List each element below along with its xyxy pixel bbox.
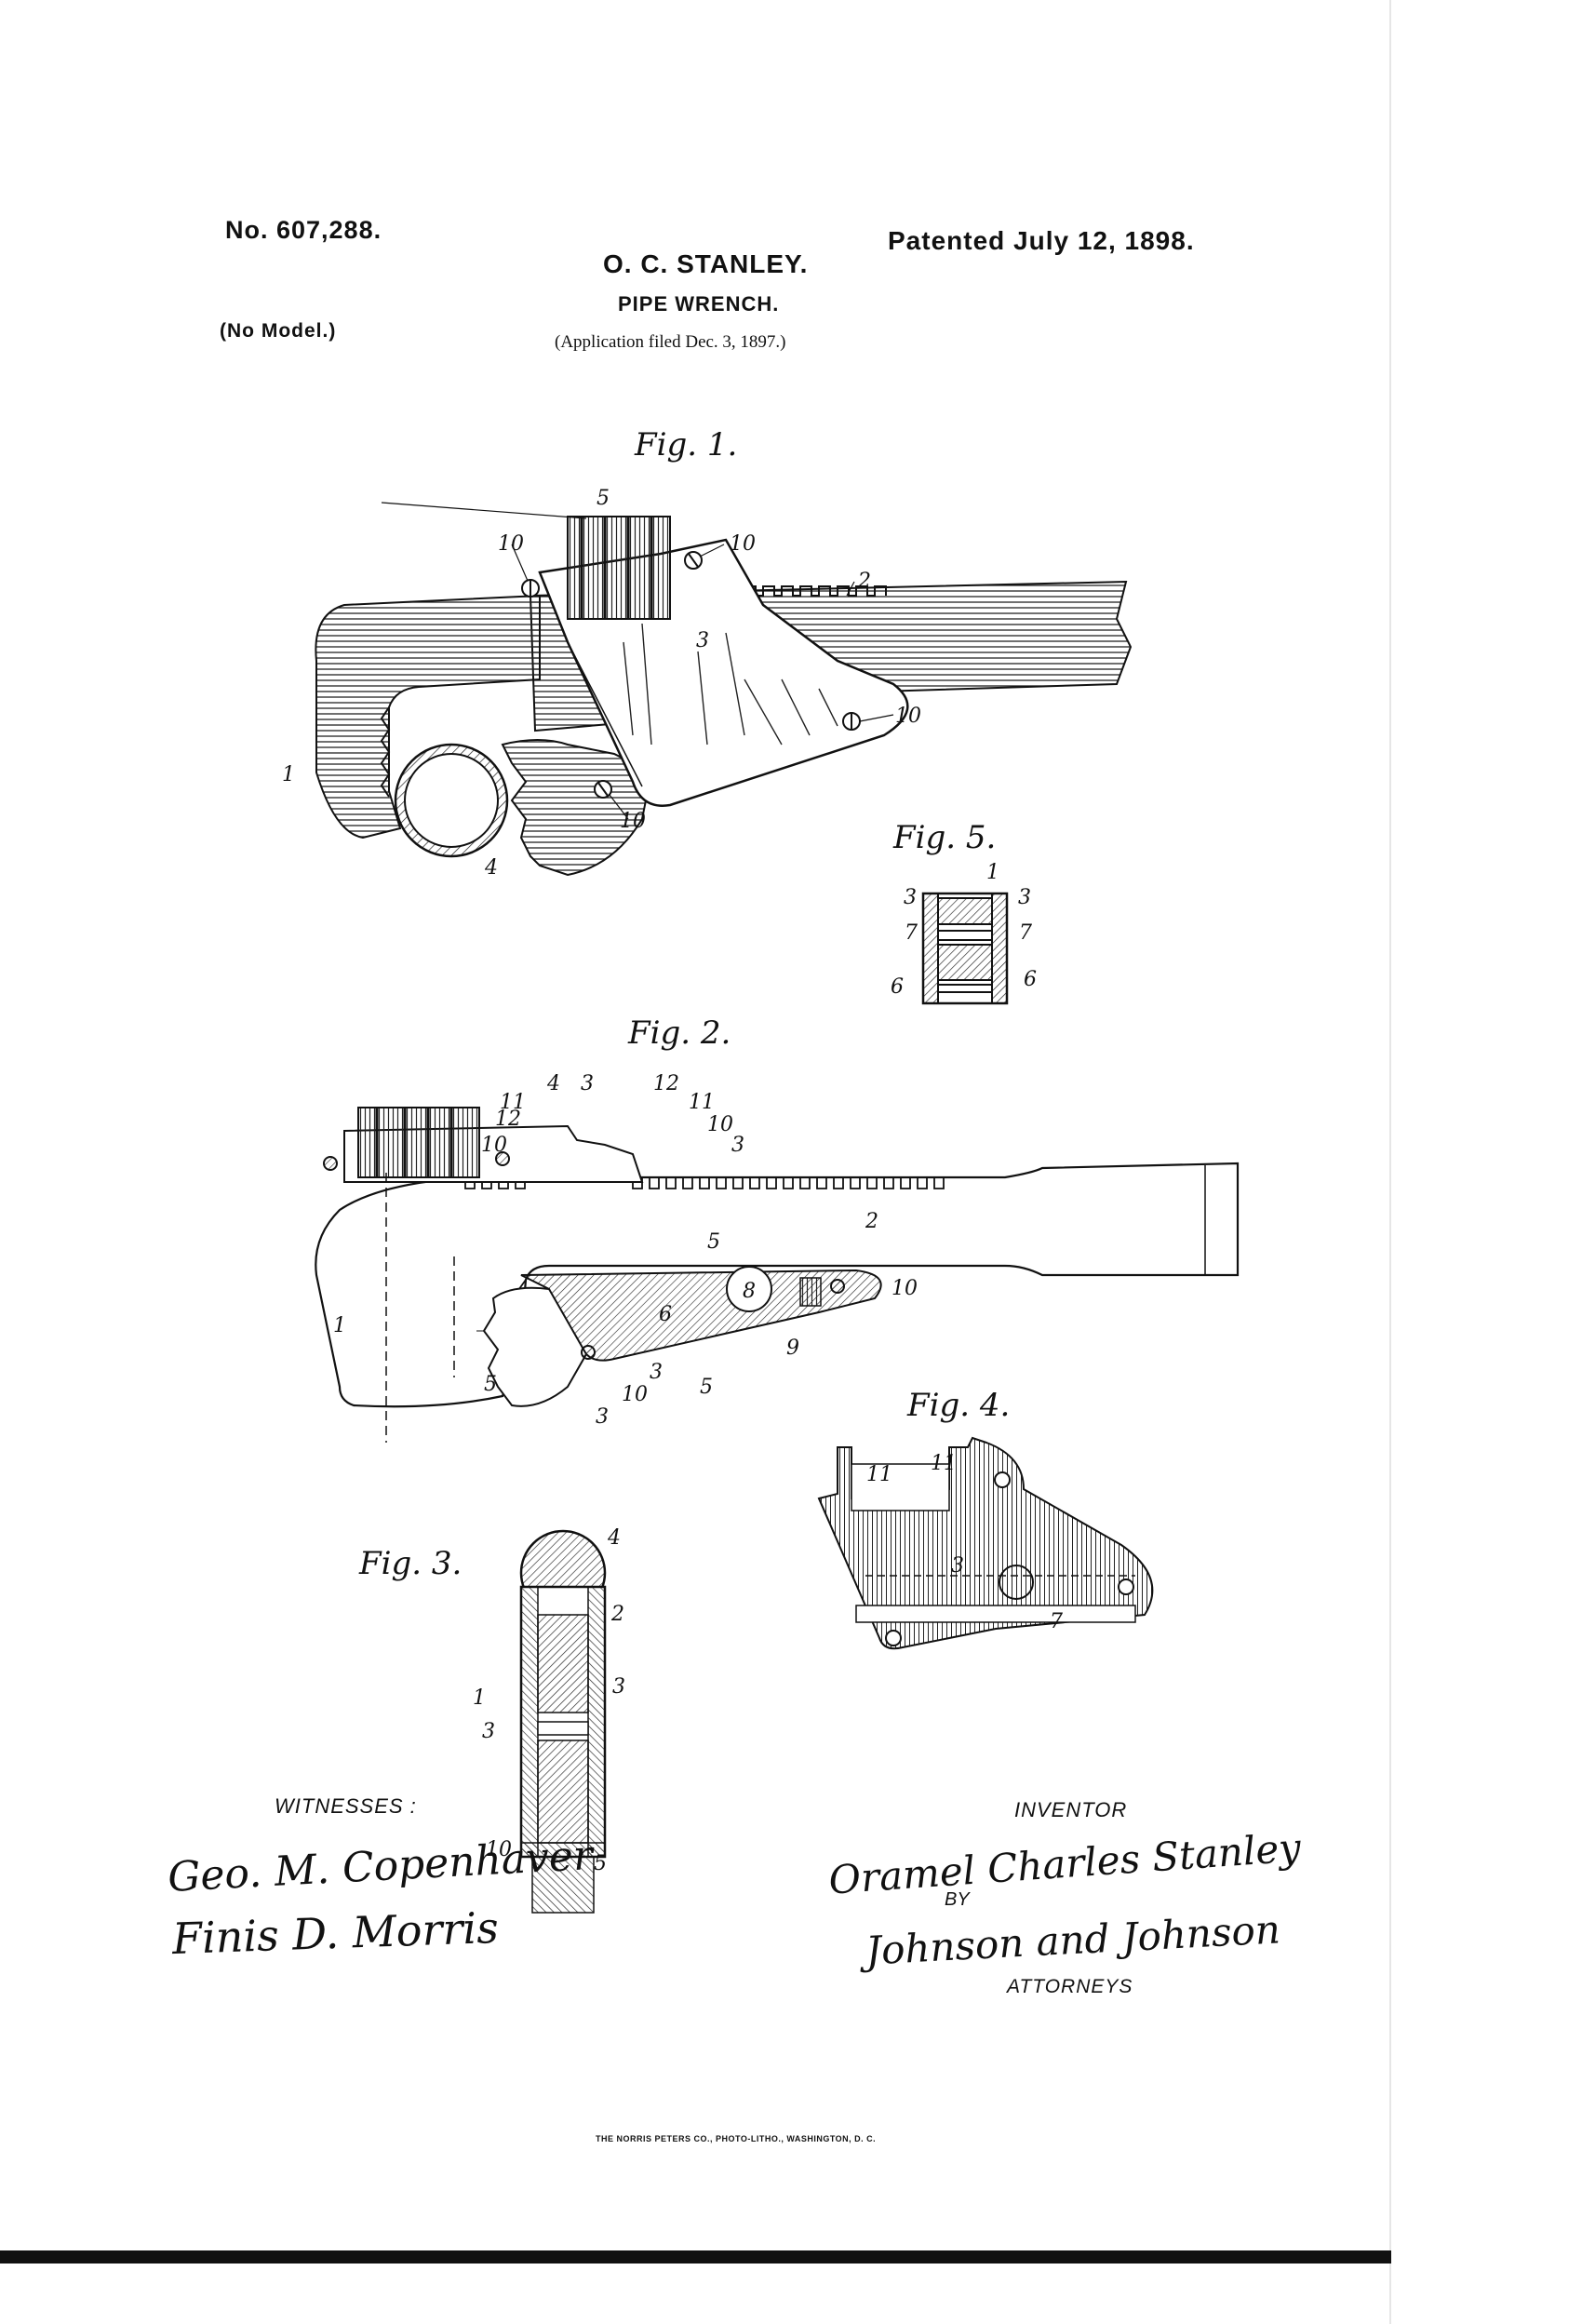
fig3-label-10: 10 bbox=[486, 1838, 512, 1861]
fig3-label-5: 5 bbox=[594, 1852, 607, 1875]
fig2-label-3c: 3 bbox=[650, 1361, 663, 1384]
application-filed-note: (Application filed Dec. 3, 1897.) bbox=[555, 332, 786, 352]
fig1-label-10a: 10 bbox=[498, 532, 524, 556]
fig1-label: Fig. 1. bbox=[635, 426, 738, 463]
fig1-label-10b: 10 bbox=[730, 532, 756, 556]
fig3-label: Fig. 3. bbox=[359, 1545, 463, 1582]
witness-signature-2: Finis D. Morris bbox=[171, 1901, 500, 1965]
fig2-label-5c: 5 bbox=[484, 1373, 497, 1396]
fig1-drawing bbox=[315, 502, 1133, 877]
fig1-label-4: 5 bbox=[597, 487, 610, 510]
fig5-label-3b: 3 bbox=[1018, 886, 1031, 909]
patented-date: Patented July 12, 1898. bbox=[888, 226, 1195, 255]
fig2-label-10d: 10 bbox=[622, 1383, 648, 1406]
fig5-label-7b: 7 bbox=[1019, 921, 1032, 945]
scan-bottom-border bbox=[0, 2250, 1391, 2264]
fig4-label-11b: 11 bbox=[931, 1452, 957, 1475]
inventor-signature: Oramel Charles Stanley bbox=[826, 1824, 1303, 1903]
fig2-label-11a: 11 bbox=[500, 1091, 526, 1114]
fig2-label-8: 8 bbox=[743, 1280, 756, 1303]
fig2-label-12a: 12 bbox=[653, 1072, 679, 1095]
fig1-label-1: 1 bbox=[282, 763, 295, 786]
attorneys-signature: Johnson and Johnson bbox=[865, 1906, 1281, 1974]
no-model-note: (No Model.) bbox=[220, 320, 337, 342]
fig5-label-7a: 7 bbox=[905, 921, 918, 945]
fig3-label-2: 2 bbox=[611, 1603, 624, 1626]
fig2-label-10a: 10 bbox=[707, 1113, 733, 1136]
fig3-label-3a: 3 bbox=[612, 1675, 625, 1699]
fig1-label-3: 3 bbox=[696, 629, 709, 652]
fig2-label-3d: 3 bbox=[596, 1405, 609, 1429]
fig5-label-1: 1 bbox=[986, 861, 999, 884]
fig4-drawing bbox=[817, 1436, 1154, 1650]
fig3-label-4: 4 bbox=[608, 1526, 621, 1550]
fig1-label-5: 4 bbox=[485, 856, 498, 880]
fig1-label-10d: 10 bbox=[620, 810, 646, 833]
fig4-label-11a: 11 bbox=[866, 1463, 892, 1486]
fig1-label-2: 2 bbox=[858, 570, 871, 593]
fig2-label-10b: 10 bbox=[481, 1134, 507, 1157]
scan-edge bbox=[1389, 0, 1391, 2324]
fig4-label: Fig. 4. bbox=[907, 1387, 1011, 1424]
fig3-drawing bbox=[519, 1529, 607, 1914]
fig5-label-3a: 3 bbox=[904, 886, 917, 909]
attorneys-heading: ATTORNEYS bbox=[1007, 1976, 1133, 1997]
inventor-name: O. C. STANLEY. bbox=[603, 249, 809, 278]
fig2-label-10c: 10 bbox=[892, 1277, 918, 1300]
fig2-label-3a: 3 bbox=[581, 1072, 594, 1095]
fig5-drawing bbox=[921, 892, 1009, 1005]
fig4-label-7: 7 bbox=[1050, 1610, 1063, 1633]
inventor-heading: INVENTOR bbox=[1014, 1798, 1128, 1821]
fig2-label-4: 4 bbox=[547, 1072, 560, 1095]
patent-title: PIPE WRENCH. bbox=[618, 292, 780, 316]
fig5-label-6b: 6 bbox=[1024, 968, 1037, 991]
witnesses-heading: WITNESSES : bbox=[275, 1794, 417, 1818]
fig2-label-5a: 5 bbox=[707, 1230, 720, 1254]
fig4-label-3: 3 bbox=[951, 1554, 964, 1578]
fig1-label-10c: 10 bbox=[895, 705, 921, 728]
fig5-label: Fig. 5. bbox=[893, 819, 997, 856]
fig2-label: Fig. 2. bbox=[628, 1014, 731, 1052]
fig2-label-5b: 5 bbox=[700, 1376, 713, 1399]
fig3-label-1: 1 bbox=[473, 1686, 486, 1710]
patent-number: No. 607,288. bbox=[225, 216, 382, 244]
fig3-label-3b: 3 bbox=[482, 1720, 495, 1743]
fig2-label-1: 1 bbox=[333, 1314, 346, 1337]
fig2-drawing bbox=[315, 1107, 1240, 1443]
fig5-label-6a: 6 bbox=[891, 975, 904, 999]
by-label: BY bbox=[945, 1889, 970, 1910]
printer-credit: THE NORRIS PETERS CO., PHOTO-LITHO., WAS… bbox=[596, 2134, 877, 2143]
fig2-label-11b: 11 bbox=[689, 1091, 715, 1114]
fig2-label-6: 6 bbox=[659, 1303, 672, 1326]
fig2-label-3b: 3 bbox=[731, 1134, 744, 1157]
fig2-label-9: 9 bbox=[786, 1337, 799, 1360]
fig2-label-2: 2 bbox=[865, 1210, 878, 1233]
fig2-label-12b: 12 bbox=[495, 1108, 521, 1131]
